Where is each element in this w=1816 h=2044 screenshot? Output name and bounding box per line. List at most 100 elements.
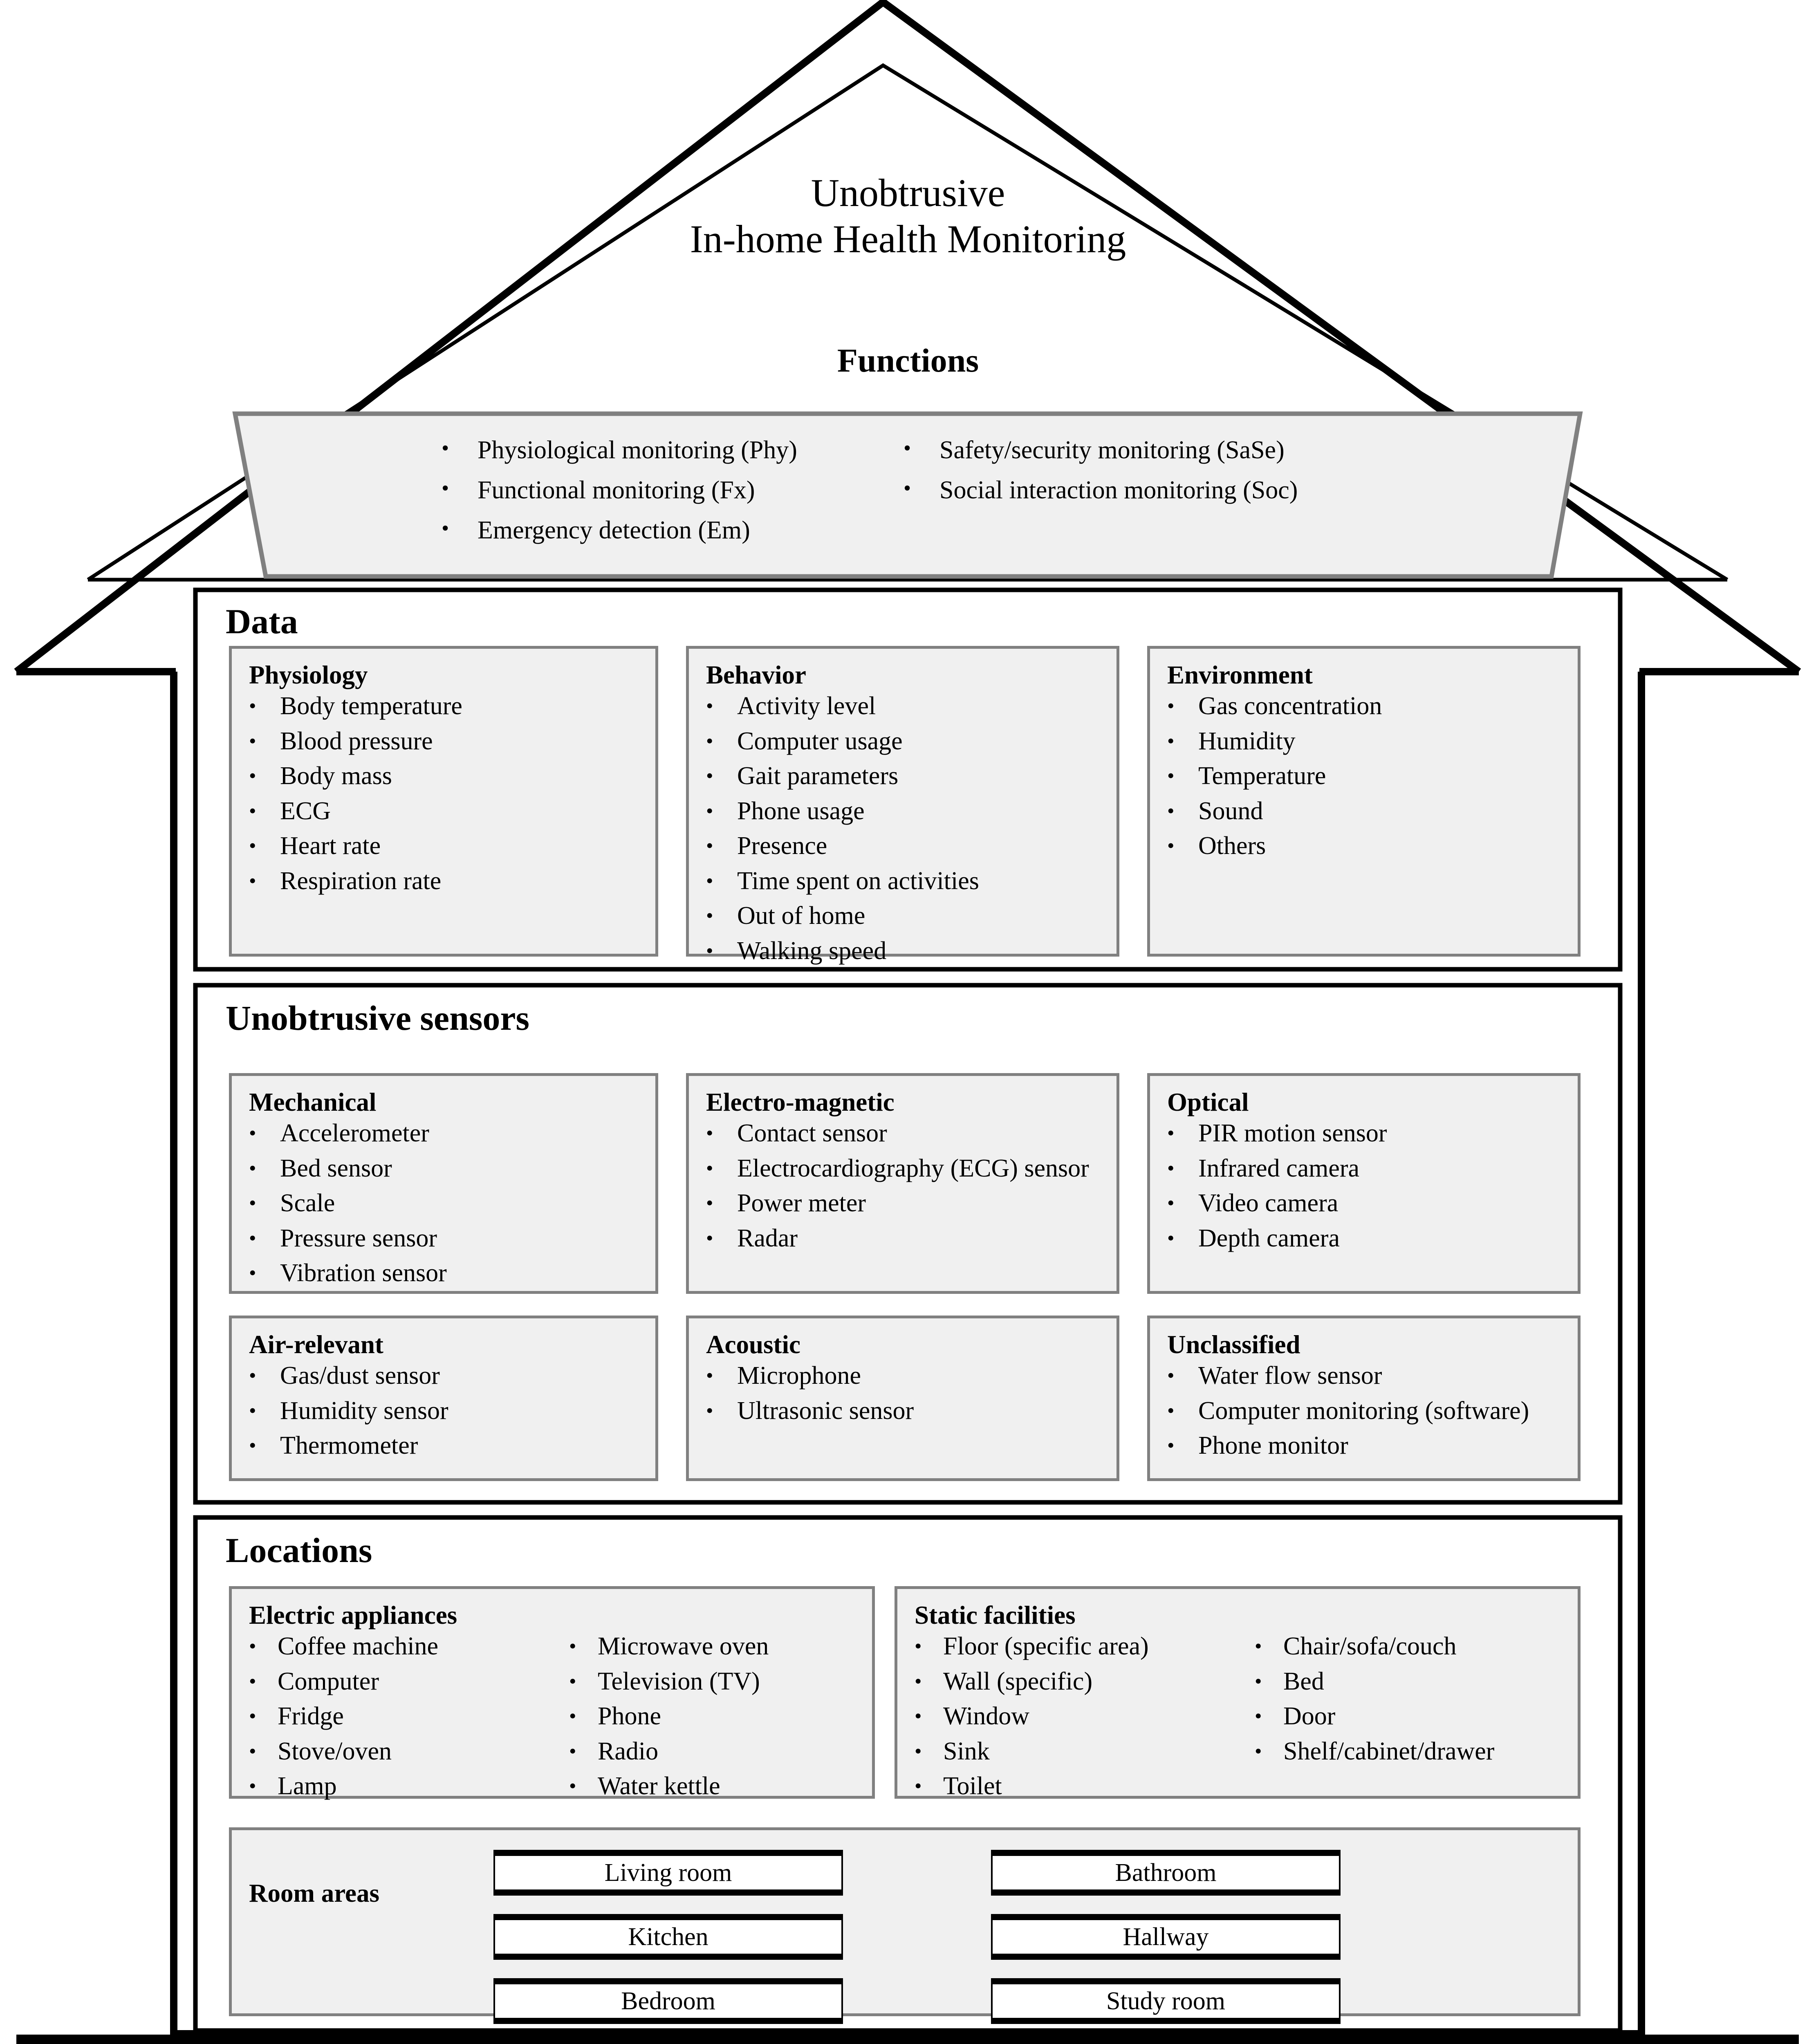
air-relevant-list: •Gas/dust sensor •Humidity sensor • Therm…: [232, 1362, 655, 1460]
list-item-label: Temperature: [1198, 762, 1326, 790]
bullet-icon: •: [1167, 764, 1175, 787]
list-item: •Body temperature: [232, 692, 655, 720]
list-item: •Ultrasonic sensor: [689, 1397, 1117, 1425]
bullet-icon: •: [706, 694, 713, 717]
room-button-hallway[interactable]: Hallway: [991, 1914, 1341, 1960]
bullet-icon: •: [569, 1634, 576, 1658]
bullet-icon: •: [706, 869, 713, 892]
list-item: •Microphone: [689, 1362, 1117, 1390]
bullet-icon: •: [1167, 834, 1175, 857]
sensor-card-electro-magnetic: Electro-magnetic •Contact sensor •Electr…: [686, 1073, 1119, 1294]
bullet-icon: •: [249, 1364, 256, 1387]
list-item-label: Coffee machine: [278, 1632, 439, 1661]
data-card-environment: Environment •Gas concentration •Humidity…: [1147, 646, 1581, 957]
bullet-icon: •: [904, 437, 911, 460]
bullet-icon: •: [249, 1434, 256, 1457]
list-item: •Accelerometer: [232, 1119, 655, 1148]
list-item: •Pressure sensor: [232, 1224, 655, 1253]
bullet-icon: •: [569, 1704, 576, 1728]
room-button-bathroom[interactable]: Bathroom: [991, 1850, 1341, 1896]
list-item-label: Presence: [737, 832, 827, 860]
room-areas-grid: Living room Kitchen Bedroom Bathroom Hal…: [493, 1850, 1341, 2042]
bullet-icon: •: [249, 1226, 256, 1249]
list-item: •Walking speed: [689, 937, 1117, 965]
house-title-line1: Unobtrusive: [811, 171, 1005, 215]
bullet-icon: •: [706, 764, 713, 787]
bullet-icon: •: [249, 1739, 256, 1762]
card-heading: Room areas: [249, 1879, 380, 1907]
functions-column-2: • Safety/security monitoring (SaSe) • So…: [904, 437, 1365, 558]
static-facilities-list-2: •Chair/sofa/couch •Bed •Door •Shelf/cabi…: [1238, 1632, 1578, 1766]
functions-columns: • Physiological monitoring (Phy) • Funct…: [442, 437, 1423, 558]
list-item-label: Thermometer: [280, 1432, 418, 1460]
functions-column-1: • Physiological monitoring (Phy) • Funct…: [442, 437, 904, 558]
card-heading: Mechanical: [249, 1088, 377, 1116]
function-item: • Social interaction monitoring (Soc): [904, 477, 1365, 503]
bullet-icon: •: [249, 694, 256, 717]
list-item-label: Heart rate: [280, 832, 381, 860]
data-section-heading: Data: [226, 602, 298, 641]
static-facilities-column-1: •Floor (specific area) •Wall (specific) …: [897, 1632, 1238, 1807]
bullet-icon: •: [915, 1634, 922, 1658]
bullet-icon: •: [249, 834, 256, 857]
list-item: • Respiration rate: [232, 867, 655, 895]
behavior-list: •Activity level •Computer usage •Gait pa…: [689, 692, 1117, 965]
list-item: •Humidity: [1150, 727, 1578, 755]
bullet-icon: •: [249, 729, 256, 752]
list-item: •Computer: [232, 1667, 552, 1696]
bullet-icon: •: [249, 764, 256, 787]
bullet-icon: •: [249, 1191, 256, 1215]
list-item: •Stove/oven: [232, 1737, 552, 1766]
card-heading: Air-relevant: [249, 1330, 383, 1359]
bullet-icon: •: [1255, 1669, 1262, 1692]
sensor-card-optical: Optical •PIR motion sensor •Infrared cam…: [1147, 1073, 1581, 1294]
list-item: •Body mass: [232, 762, 655, 790]
room-button-kitchen[interactable]: Kitchen: [493, 1914, 843, 1960]
card-heading: Environment: [1167, 661, 1313, 689]
room-areas-column-1: Living room Kitchen Bedroom: [493, 1850, 843, 2042]
house-title-line2: In-home Health Monitoring: [690, 217, 1126, 261]
list-item: •Humidity sensor: [232, 1397, 655, 1425]
bullet-icon: •: [1167, 1191, 1175, 1215]
bullet-icon: •: [249, 869, 256, 892]
list-item: •Floor (specific area): [897, 1632, 1238, 1661]
function-item: • Physiological monitoring (Phy): [442, 437, 904, 463]
bullet-icon: •: [1167, 1364, 1175, 1387]
mechanical-list: •Accelerometer •Bed sensor •Scale •Press…: [232, 1119, 655, 1287]
bullet-icon: •: [1167, 1226, 1175, 1249]
bullet-icon: •: [706, 904, 713, 927]
list-item-label: Others: [1198, 832, 1266, 860]
room-areas-column-2: Bathroom Hallway Study room: [991, 1850, 1341, 2042]
list-item-label: Phone: [598, 1702, 661, 1730]
list-item: •Door: [1238, 1702, 1578, 1730]
static-facilities-column-2: •Chair/sofa/couch •Bed •Door •Shelf/cabi…: [1238, 1632, 1578, 1807]
list-item: •Toilet: [897, 1772, 1238, 1800]
bullet-icon: •: [569, 1669, 576, 1692]
sensor-card-unclassified: Unclassified •Water flow sensor •Compute…: [1147, 1316, 1581, 1481]
list-item: •Scale: [232, 1189, 655, 1217]
list-item: • Heart rate: [232, 832, 655, 860]
bullet-icon: •: [1255, 1634, 1262, 1658]
list-item: •ECG: [232, 797, 655, 825]
locations-card-electric-appliances: Electric appliances •Coffee machine •Com…: [229, 1586, 875, 1800]
list-item-label: Respiration rate: [280, 867, 442, 895]
list-item: •Gas/dust sensor: [232, 1362, 655, 1390]
list-item-label: PIR motion sensor: [1198, 1119, 1387, 1148]
list-item-label: Water flow sensor: [1198, 1362, 1382, 1390]
room-button-bedroom[interactable]: Bedroom: [493, 1978, 843, 2024]
card-heading: Acoustic: [706, 1330, 800, 1359]
list-item-label: Power meter: [737, 1189, 866, 1217]
list-item-label: Accelerometer: [280, 1119, 429, 1148]
list-item-label: Walking speed: [737, 937, 887, 965]
bullet-icon: •: [706, 1191, 713, 1215]
list-item-label: Microphone: [737, 1362, 861, 1390]
room-button-living-room[interactable]: Living room: [493, 1850, 843, 1896]
card-heading: Optical: [1167, 1088, 1249, 1116]
locations-section-heading: Locations: [226, 1531, 372, 1570]
room-button-study-room[interactable]: Study room: [991, 1978, 1341, 2024]
list-item-label: Time spent on activities: [737, 867, 979, 895]
bullet-icon: •: [249, 1704, 256, 1728]
card-heading: Physiology: [249, 661, 368, 689]
electric-appliances-list-2: •Microwave oven •Television (TV) •Phone …: [552, 1632, 872, 1800]
